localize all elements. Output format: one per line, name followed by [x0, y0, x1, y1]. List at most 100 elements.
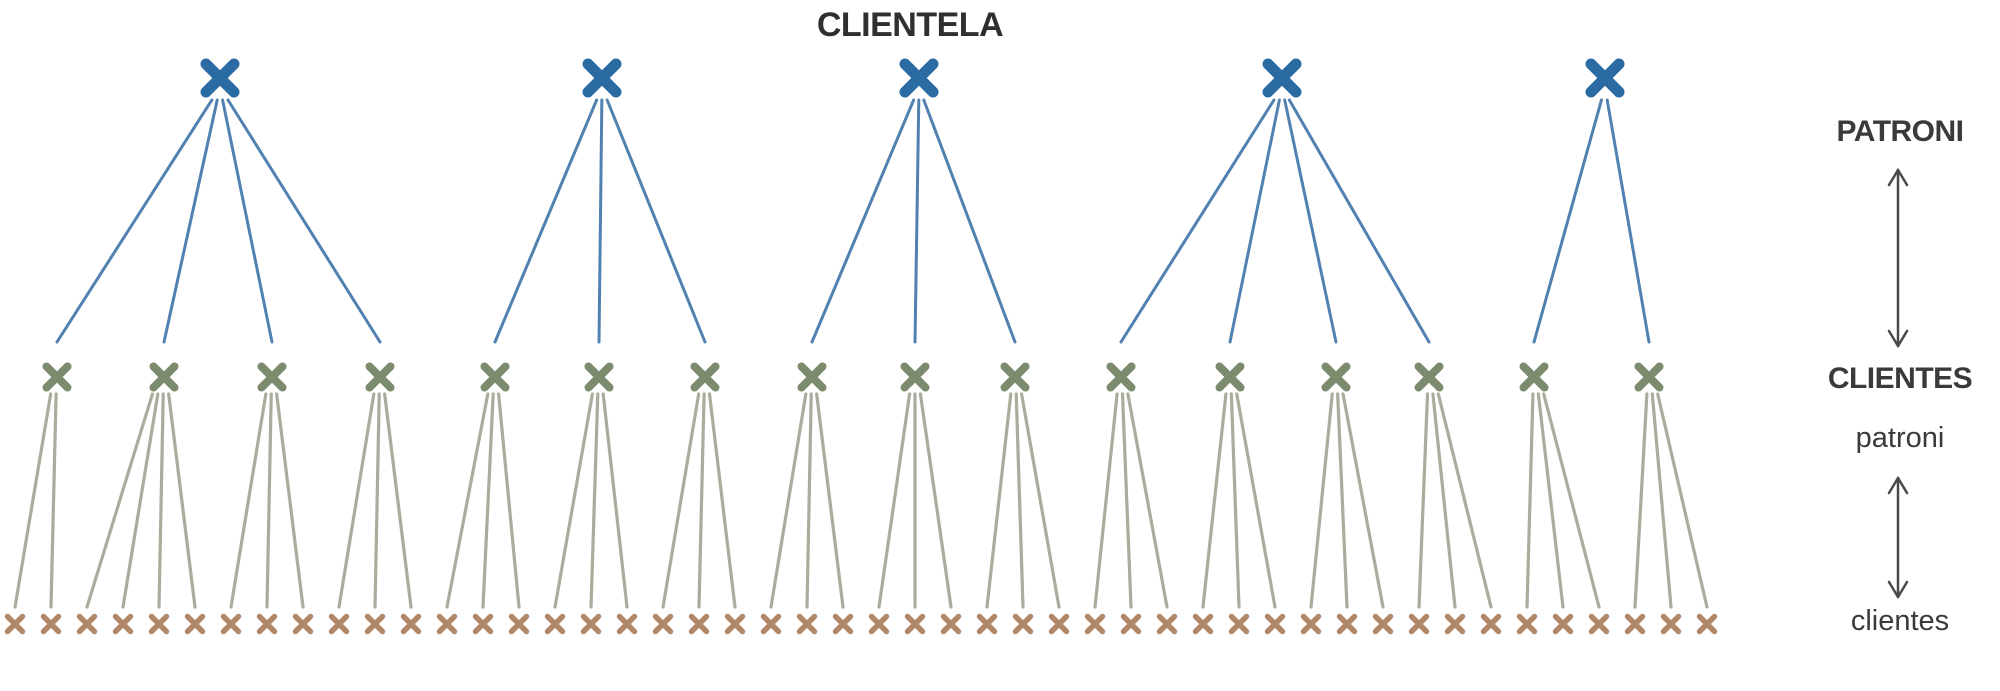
subclient-x-icon — [724, 613, 746, 635]
client-subclient-link — [985, 392, 1013, 609]
patron-client-link — [810, 98, 916, 344]
subclient-x-icon — [1372, 613, 1394, 635]
patron-x-icon — [1585, 58, 1625, 98]
page-title: CLIENTELA — [816, 6, 1004, 44]
subclient-x-icon — [1228, 613, 1250, 635]
subclient-x-icon — [1300, 613, 1322, 635]
subclient-x-icon — [220, 613, 242, 635]
client-subclient-link — [85, 392, 155, 609]
subclient-x-icon — [1408, 613, 1430, 635]
client-subclient-link — [601, 392, 629, 609]
legend-label-patroni-lowercase: patroni — [1855, 422, 1945, 454]
client-x-icon — [1000, 362, 1030, 392]
patron-client-link — [221, 98, 274, 344]
subclient-x-icon — [436, 613, 458, 635]
client-subclient-link — [373, 392, 381, 609]
client-x-icon — [1414, 362, 1444, 392]
client-subclient-link — [697, 392, 706, 609]
client-subclient-link — [1536, 392, 1565, 609]
subclient-x-icon — [508, 613, 530, 635]
subclient-x-icon — [256, 613, 278, 635]
subclient-x-icon — [364, 613, 386, 635]
client-subclient-link — [1336, 392, 1349, 609]
client-subclient-link — [481, 392, 495, 609]
subclient-x-icon — [580, 613, 602, 635]
patron-client-link — [1532, 98, 1603, 344]
client-subclient-link — [1417, 392, 1430, 609]
double-arrow-icon — [1887, 476, 1909, 599]
client-subclient-link — [275, 392, 305, 609]
subclient-x-icon — [868, 613, 890, 635]
client-subclient-link — [1656, 392, 1709, 609]
client-subclient-link — [1633, 392, 1649, 609]
client-x-icon — [149, 362, 179, 392]
patron-client-link — [913, 98, 921, 344]
client-subclient-link — [1201, 392, 1228, 609]
subclient-x-icon — [760, 613, 782, 635]
subclient-x-icon — [1660, 613, 1682, 635]
client-x-icon — [257, 362, 287, 392]
client-subclient-link — [1014, 392, 1025, 609]
client-subclient-link — [1525, 392, 1535, 609]
patron-client-link — [605, 98, 707, 344]
client-subclient-link — [265, 392, 273, 609]
client-subclient-link — [497, 392, 521, 609]
client-x-icon — [42, 362, 72, 392]
subclient-x-icon — [940, 613, 962, 635]
patron-x-icon — [582, 58, 622, 98]
client-subclient-link — [445, 392, 490, 609]
client-subclient-link — [1436, 392, 1493, 609]
legend-label-patroni: PATRONI — [1836, 115, 1964, 148]
client-subclient-link — [805, 392, 813, 609]
subclient-x-icon — [1696, 613, 1718, 635]
client-x-icon — [900, 362, 930, 392]
client-subclient-link — [229, 392, 268, 609]
subclient-x-icon — [1156, 613, 1178, 635]
client-subclient-link — [13, 392, 53, 609]
client-subclient-link — [1542, 392, 1601, 609]
client-x-icon — [1519, 362, 1549, 392]
subclient-x-icon — [616, 613, 638, 635]
subclient-x-icon — [76, 613, 98, 635]
patron-x-icon — [1262, 58, 1302, 98]
subclient-x-icon — [400, 613, 422, 635]
client-subclient-link — [1650, 392, 1673, 609]
client-subclient-link — [815, 392, 845, 609]
subclient-x-icon — [184, 613, 206, 635]
client-x-icon — [1321, 362, 1351, 392]
client-x-icon — [1215, 362, 1245, 392]
patron-client-link — [922, 98, 1017, 344]
subclient-x-icon — [1120, 613, 1142, 635]
subclient-x-icon — [544, 613, 566, 635]
client-subclient-link — [661, 392, 701, 609]
client-subclient-link — [1229, 392, 1241, 609]
subclient-x-icon — [688, 613, 710, 635]
subclient-x-icon — [1624, 613, 1646, 635]
legend-label-clientes-lowercase: clientes — [1850, 605, 1950, 637]
patron-x-icon — [200, 58, 240, 98]
subclient-x-icon — [1336, 613, 1358, 635]
patron-x-icon — [899, 58, 939, 98]
client-subclient-link — [553, 392, 595, 609]
client-subclient-link — [1093, 392, 1119, 609]
subclient-x-icon — [652, 613, 674, 635]
client-x-icon — [1106, 362, 1136, 392]
subclient-x-icon — [1048, 613, 1070, 635]
subclient-x-icon — [112, 613, 134, 635]
client-subclient-link — [877, 392, 912, 609]
subclient-x-icon — [1192, 613, 1214, 635]
client-subclient-link — [337, 392, 376, 609]
subclient-x-icon — [1264, 613, 1286, 635]
client-subclient-link — [589, 392, 600, 609]
patron-client-link — [1283, 98, 1338, 344]
subclient-x-icon — [1012, 613, 1034, 635]
subclient-x-icon — [148, 613, 170, 635]
subclient-x-icon — [1516, 613, 1538, 635]
client-x-icon — [797, 362, 827, 392]
subclient-x-icon — [1444, 613, 1466, 635]
subclient-x-icon — [1588, 613, 1610, 635]
subclient-x-icon — [4, 613, 26, 635]
client-x-icon — [584, 362, 614, 392]
client-x-icon — [365, 362, 395, 392]
